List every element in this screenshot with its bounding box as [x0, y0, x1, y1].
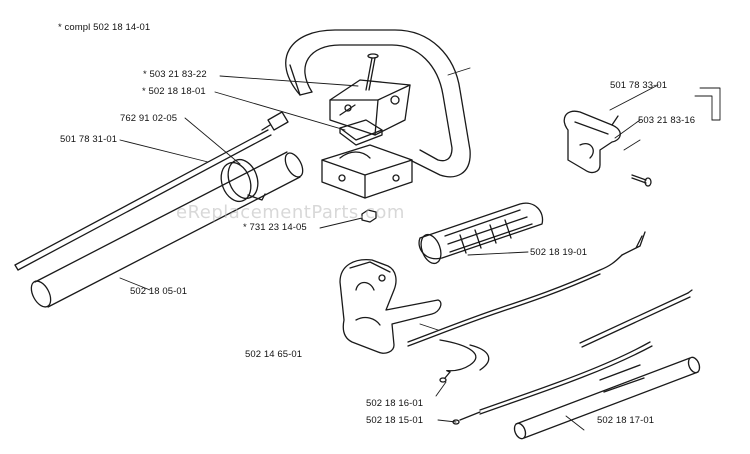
label-502-18-18-01: * 502 18 18-01	[142, 86, 206, 97]
lower-clamp-part	[321, 144, 413, 199]
label-502-18-15-01: 502 18 15-01	[366, 415, 424, 426]
wire-harness-upper-part	[407, 231, 646, 383]
throttle-cable-part	[579, 289, 693, 348]
label-501-78-33-01: 501 78 33-01	[610, 80, 668, 91]
label-502-14-65-01: 502 14 65-01	[245, 349, 303, 360]
label-502-18-17-01: 502 18 17-01	[597, 415, 655, 426]
grip-part	[418, 202, 544, 265]
loop-handle-part	[285, 29, 471, 178]
label-compl-502-18-14-01: * compl 502 18 14-01	[58, 22, 151, 33]
label-502-18-05-01: 502 18 05-01	[130, 286, 188, 297]
drive-shaft-part	[14, 111, 289, 271]
throttle-housing-part	[339, 259, 442, 354]
label-501-78-31-01: 501 78 31-01	[60, 134, 118, 145]
hose-clamp-part	[220, 158, 266, 203]
label-731-23-14-05: * 731 23 14-05	[243, 222, 307, 233]
clamp-washer-part	[339, 119, 383, 146]
nut-part	[361, 209, 377, 223]
label-503-21-83-16: 503 21 83-16	[638, 115, 696, 126]
wire-harness-lower-part	[452, 341, 653, 425]
bracket-screw-part	[631, 174, 652, 187]
sleeve-tube-part	[513, 356, 701, 440]
label-502-18-16-01: 502 18 16-01	[366, 398, 424, 409]
label-502-18-19-01: 502 18 19-01	[530, 247, 588, 258]
watermark-text: eReplacementParts.com	[176, 202, 405, 223]
bracket-part	[563, 110, 621, 174]
label-503-21-83-22: * 503 21 83-22	[143, 69, 207, 80]
label-762-91-02-05: 762 91 02-05	[120, 113, 178, 124]
leader-lines	[119, 67, 721, 431]
